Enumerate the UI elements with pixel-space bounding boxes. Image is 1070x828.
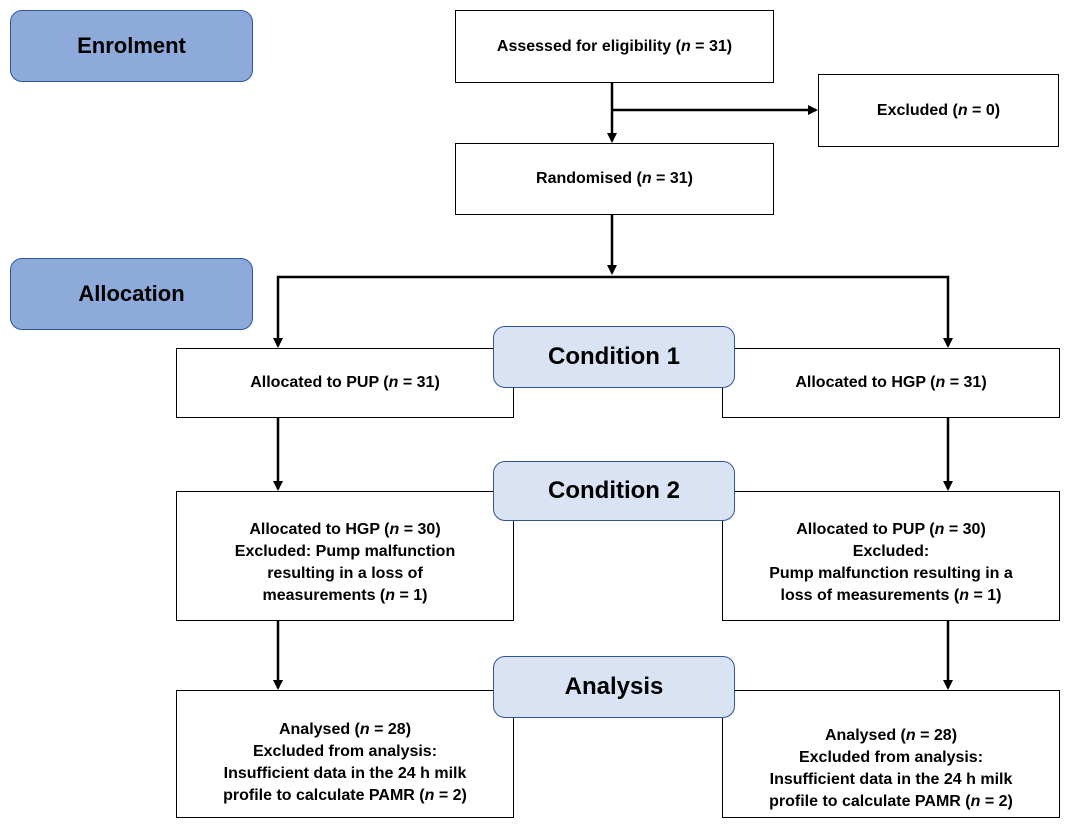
left-condition2-box: Allocated to HGP (n = 30) Excluded: Pump… — [176, 491, 514, 621]
right-condition2-box: Allocated to PUP (n = 30) Excluded: Pump… — [722, 491, 1060, 621]
stage-enrolment: Enrolment — [10, 10, 253, 82]
allocated-hgp-box: Allocated to HGP (n = 31) — [722, 348, 1060, 418]
stage-enrolment-label: Enrolment — [77, 33, 186, 58]
condition-2-label: Condition 2 — [493, 461, 735, 521]
left-analysis-box: Analysed (n = 28) Excluded from analysis… — [176, 690, 514, 818]
randomised-box: Randomised (n = 31) — [455, 143, 774, 215]
split-right — [612, 275, 953, 348]
allocated-pup-box: Allocated to PUP (n = 31) — [176, 348, 514, 418]
analysis-label: Analysis — [493, 656, 735, 718]
condition-1-label: Condition 1 — [493, 326, 735, 388]
split-left — [273, 275, 612, 348]
right-analysis-box: Analysed (n = 28) Excluded from analysis… — [722, 690, 1060, 818]
stage-allocation: Allocation — [10, 258, 253, 330]
excluded-box: Excluded (n = 0) — [818, 74, 1059, 147]
assessed-box: Assessed for eligibility (n = 31) — [455, 10, 774, 83]
stage-allocation-label: Allocation — [78, 281, 185, 306]
